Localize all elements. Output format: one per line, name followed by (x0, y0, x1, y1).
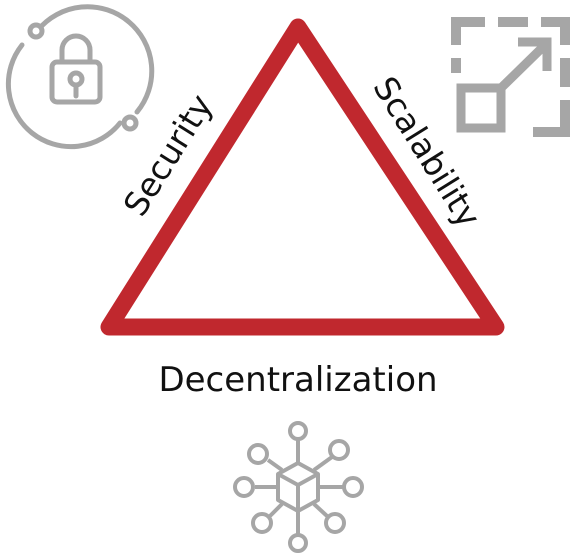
decentralization-label: Decentralization (158, 360, 438, 400)
trilemma-triangle (100, 18, 505, 336)
lock-icon (5, 4, 155, 150)
expand-icon (451, 17, 570, 137)
network-node-icon (233, 421, 364, 553)
